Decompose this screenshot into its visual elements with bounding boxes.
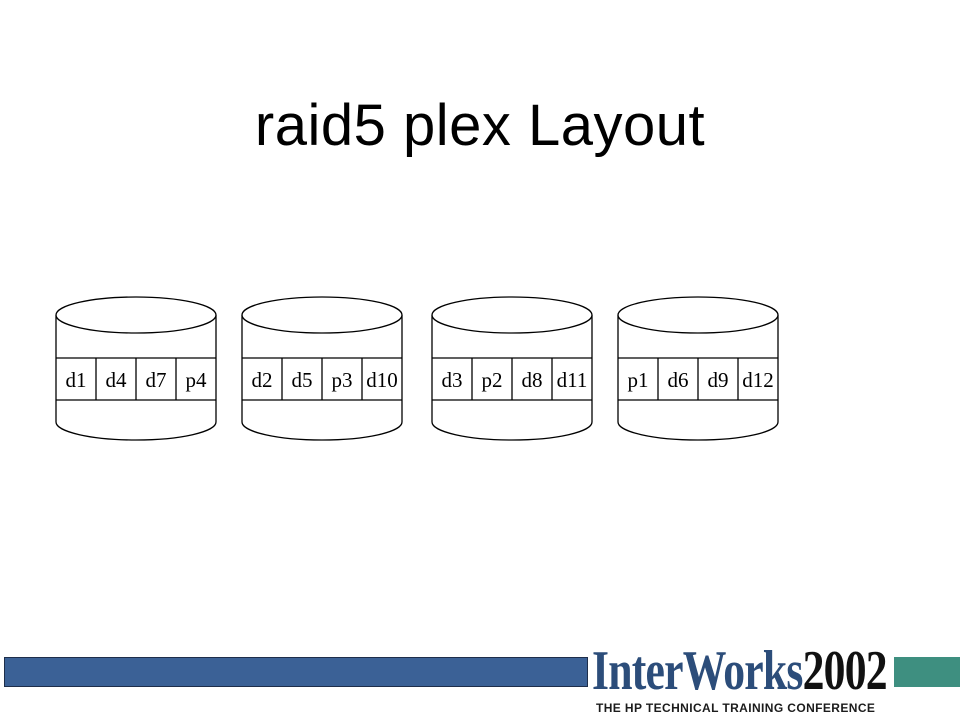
disk-1: d1 d4 d7 p4 [55, 296, 217, 441]
segment-label: d10 [366, 368, 398, 392]
segment-label: d9 [708, 368, 729, 392]
disk-top [55, 296, 217, 334]
segment-label: d1 [66, 368, 87, 392]
segment-label: d4 [106, 368, 128, 392]
segment-label: d11 [557, 368, 588, 392]
interworks-logo: InterWorks2002 THE HP TECHNICAL TRAINING… [588, 640, 894, 720]
segment-label: p1 [628, 368, 649, 392]
segment-label: d12 [742, 368, 774, 392]
disk-2: d2 d5 p3 d10 [241, 296, 403, 441]
footer-green-bar [894, 657, 960, 687]
segment-label: p3 [332, 368, 353, 392]
segment-label: d8 [522, 368, 543, 392]
slide-title: raid5 plex Layout [254, 93, 706, 158]
segment-label: d6 [668, 368, 689, 392]
segment-label: p2 [482, 368, 503, 392]
segment-label: d3 [442, 368, 463, 392]
segment-label: d2 [252, 368, 273, 392]
segment-label: d7 [146, 368, 167, 392]
disk-top [617, 296, 779, 334]
segment-label: p4 [186, 368, 208, 392]
disk-top [431, 296, 593, 334]
logo-wordmark: InterWorks2002 [592, 640, 888, 702]
logo-year: 2002 [802, 640, 888, 702]
segment-label: d5 [292, 368, 313, 392]
footer-blue-bar [4, 657, 588, 687]
logo-tagline: THE HP TECHNICAL TRAINING CONFERENCE [596, 701, 876, 715]
disk-top [241, 296, 403, 334]
disk-diagram: d1 d4 d7 p4 d2 d5 p3 d10 d3 p2 d8 d11 p1 d6 d9 d12 [55, 296, 779, 441]
logo-main-text: InterWorks [592, 640, 803, 702]
disk-4: p1 d6 d9 d12 [617, 296, 779, 441]
disk-3: d3 p2 d8 d11 [431, 296, 593, 441]
